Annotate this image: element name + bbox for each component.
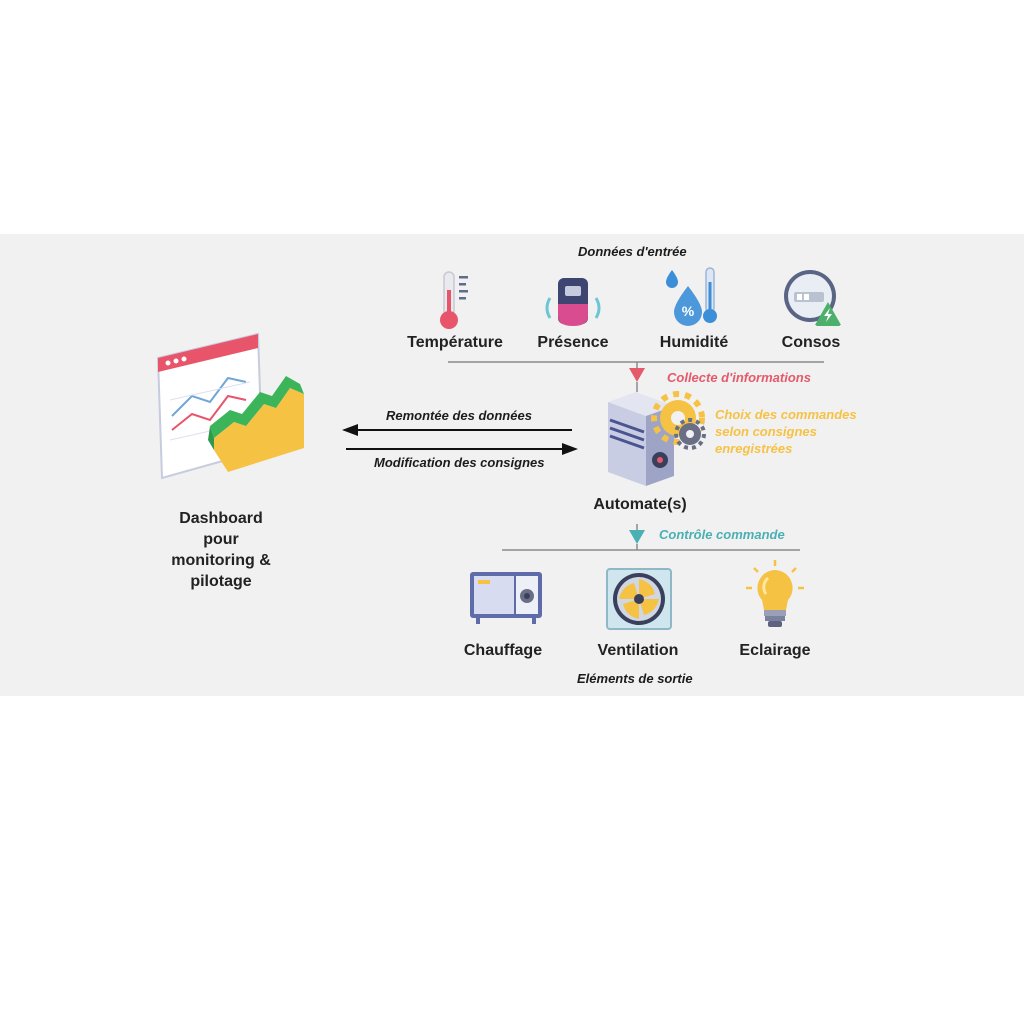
presence-sensor-icon bbox=[545, 278, 601, 326]
energy-meter-icon bbox=[784, 270, 841, 326]
input-label-humidity: Humidité bbox=[659, 334, 729, 351]
dashboard-label-line: pilotage bbox=[190, 573, 252, 590]
controller-note: Choix des commandes selon consignes enre… bbox=[715, 406, 857, 457]
dashboard-label-line: pour bbox=[203, 531, 239, 548]
lightbulb-icon bbox=[746, 560, 804, 627]
inputs-title: Données d'entrée bbox=[578, 244, 687, 259]
gear-icon bbox=[651, 391, 706, 450]
dashboard-icon bbox=[156, 332, 304, 480]
controller-note-line: selon consignes bbox=[715, 424, 817, 439]
output-label-lighting: Eclairage bbox=[739, 642, 811, 659]
connector-lines bbox=[342, 361, 824, 551]
diagram-panel: Données d'entrée Température Présence % … bbox=[0, 234, 1024, 696]
arrow-label-down: Modification des consignes bbox=[374, 455, 545, 470]
control-label: Contrôle commande bbox=[659, 527, 785, 542]
output-label-heating: Chauffage bbox=[463, 642, 543, 659]
controller-note-line: enregistrées bbox=[715, 441, 793, 456]
dashboard-label: Dashboard pour monitoring & pilotage bbox=[150, 508, 292, 592]
humidity-icon: % bbox=[666, 267, 717, 326]
controller-note-line: Choix des commandes bbox=[715, 407, 857, 422]
output-label-ventilation: Ventilation bbox=[597, 642, 679, 659]
svg-text:%: % bbox=[682, 303, 695, 319]
outputs-title: Eléments de sortie bbox=[577, 671, 693, 686]
input-label-consos: Consos bbox=[781, 334, 841, 351]
input-label-temperature: Température bbox=[407, 334, 503, 351]
fan-icon bbox=[606, 568, 672, 630]
dashboard-label-line: monitoring & bbox=[171, 552, 271, 569]
heater-icon bbox=[470, 572, 542, 624]
controller-icon bbox=[608, 391, 706, 486]
dashboard-label-line: Dashboard bbox=[179, 510, 263, 527]
arrow-label-up: Remontée des données bbox=[386, 408, 532, 423]
input-label-presence: Présence bbox=[537, 334, 609, 351]
controller-label: Automate(s) bbox=[593, 496, 687, 513]
collect-label: Collecte d'informations bbox=[667, 370, 811, 385]
thermometer-icon bbox=[440, 271, 468, 329]
